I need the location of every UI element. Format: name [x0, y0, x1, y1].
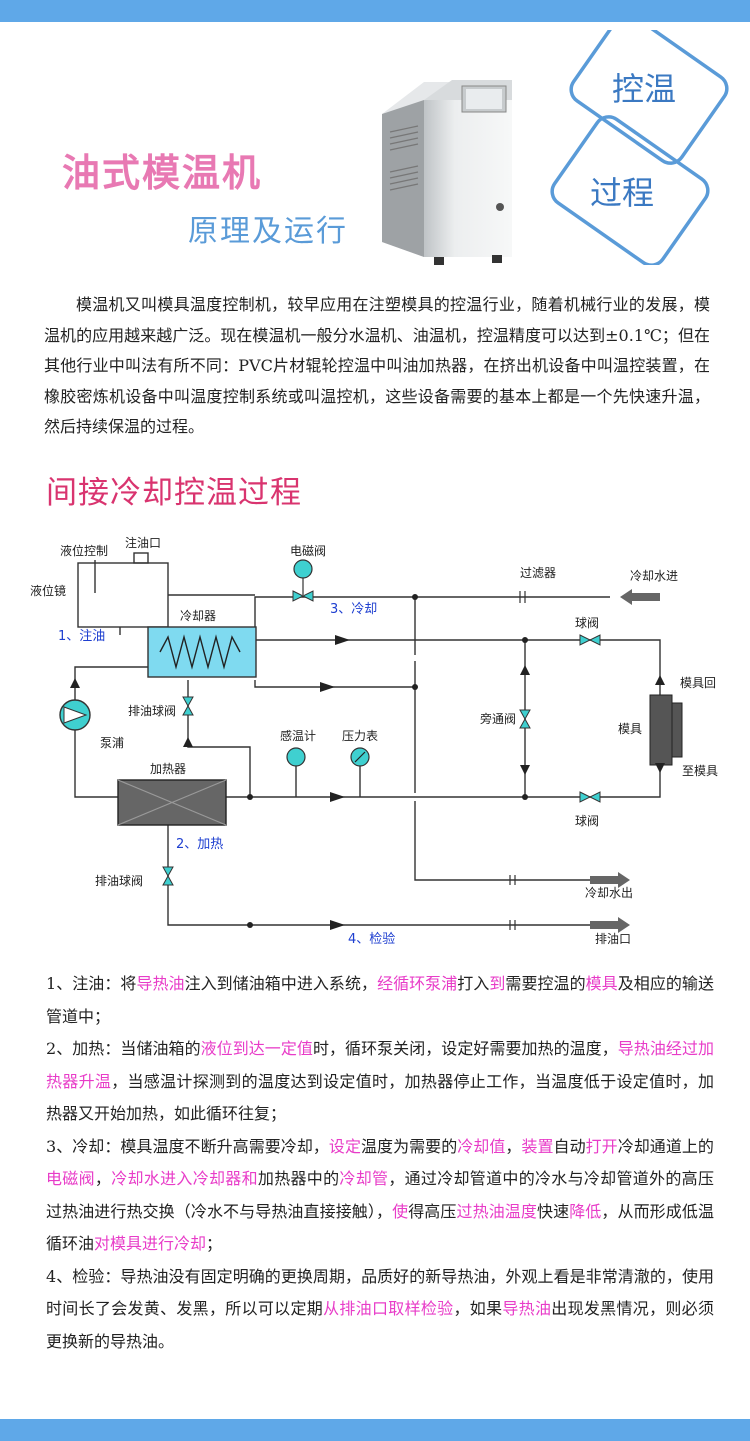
highlight-text: 打开: [585, 1136, 618, 1156]
highlight-text: 从排油口取样检验: [323, 1299, 454, 1318]
ball-valve-icon: [579, 791, 601, 803]
label-level-glass: 液位镜: [30, 583, 66, 598]
label-cool-in: 冷却水进: [630, 569, 678, 583]
label-thermo: 感温计: [280, 728, 316, 743]
step-text: ，当感温计探测到的温度达到设定值时，加热器停止工作，当温度低于设定值时，加热器又…: [46, 1071, 714, 1124]
label-heater: 加热器: [150, 762, 186, 776]
highlight-text: 经循环泵浦: [377, 974, 458, 993]
step-label-4: 4、检验: [348, 931, 395, 947]
step-text: 及相应的输送管道中；: [46, 974, 714, 1026]
step-text: ，: [94, 1169, 112, 1188]
intro-paragraph: 模温机又叫模具温度控制机，较早应用在注塑模具的控温行业，随着机械行业的发展，模温…: [44, 295, 710, 436]
step-text: ，通过冷却管道中的冷水与冷却管道外的高压过热油进行热交换（冷水不与导热油直接接触…: [46, 1169, 714, 1221]
highlight-text: 过热油温度: [456, 1201, 537, 1221]
label-oil-inlet: 注油口: [125, 535, 161, 550]
arrow-in-icon: [620, 589, 660, 605]
highlight-text: 导热油: [136, 974, 185, 993]
label-ball-valve-bot: 球阀: [575, 814, 599, 828]
ball-valve-icon: [579, 634, 601, 646]
step-text: 4、检验：导热油没有固定明确的更换周期，品质好的新导热油，外观上看是非常清澈的，…: [46, 1266, 714, 1319]
highlight-text: 到: [489, 974, 506, 993]
step-text: 得高压: [408, 1201, 457, 1221]
tag-process: 过程: [590, 174, 655, 212]
label-mold-return: 模具回: [680, 676, 716, 690]
step-text: 加热器中的: [257, 1169, 340, 1188]
page-subtitle: 原理及运行: [188, 214, 348, 249]
label-cooler: 冷却器: [180, 609, 216, 623]
top-bar: [0, 0, 750, 22]
label-drain-valve-bot: 排油球阀: [95, 874, 143, 888]
process-steps: 1、注油：将导热油注入到储油箱中进入系统，经循环泵浦打入到需要控温的模具及相应的…: [46, 968, 714, 1358]
highlight-text: 冷却值: [457, 1136, 506, 1156]
step-text: 温度为需要的: [361, 1136, 458, 1156]
label-ball-valve-top: 球阀: [575, 616, 599, 630]
tag-temperature-control: 控温: [612, 70, 677, 108]
highlight-text: 导热油: [502, 1299, 552, 1318]
step-label-2: 2、加热: [176, 837, 223, 852]
highlight-text: 冷却管: [339, 1169, 389, 1188]
mold-icon: [649, 694, 673, 766]
machine-image: [382, 80, 512, 265]
step-text: 快速: [536, 1201, 570, 1221]
highlight-text: 冷却水进入冷却器和: [111, 1169, 258, 1188]
cooler-unit: [147, 626, 257, 678]
step-text: 出现发黑情况，则必须更换新的导热油。: [46, 1299, 714, 1351]
step-paragraph-4: 4、检验：导热油没有固定明确的更换周期，品质好的新导热油，外观上看是非常清澈的，…: [46, 1261, 714, 1359]
step-text: 3、冷却：模具温度不断升高需要冷却，: [46, 1136, 329, 1156]
step-text: ，: [505, 1136, 522, 1156]
step-paragraph-1: 1、注油：将导热油注入到储油箱中进入系统，经循环泵浦打入到需要控温的模具及相应的…: [46, 968, 714, 1033]
drain-valve-icon: [162, 866, 174, 886]
step-paragraph-2: 2、加热：当储油箱的液位到达一定值时，循环泵关闭，设定好需要加热的温度，导热油经…: [46, 1033, 714, 1131]
highlight-text: 降低: [569, 1201, 602, 1221]
label-drain-port: 排油口: [595, 932, 631, 946]
label-level-control: 液位控制: [60, 543, 108, 558]
step-paragraph-3: 3、冷却：模具温度不断升高需要冷却，设定温度为需要的冷却值，装置自动打开冷却通道…: [46, 1131, 714, 1261]
highlight-text: 对模具进行冷却: [94, 1234, 207, 1253]
step-text: 打入: [457, 974, 490, 993]
highlight-text: 模具: [585, 974, 618, 993]
step-text: 自动: [553, 1136, 586, 1156]
thermometer-icon: [286, 747, 306, 767]
step-text: 2、加热：当储油箱的: [46, 1039, 201, 1058]
step-text: ，从而形成低温循环油: [46, 1201, 714, 1254]
section-title: 间接冷却控温过程: [46, 475, 302, 511]
hero-banner: 油式模温机 原理及运行 控温 过程: [0, 22, 750, 282]
step-text: 时，循环泵关闭，设定好需要加热的温度，: [312, 1039, 618, 1058]
oil-tank: [77, 562, 169, 628]
tag-frames: [550, 30, 729, 265]
drain-valve-icon: [182, 696, 194, 716]
label-pump: 泵浦: [100, 736, 124, 750]
label-bypass: 旁通阀: [480, 711, 516, 726]
label-cool-out: 冷却水出: [585, 886, 633, 900]
cooling-process-diagram: 注油口 液位控制 液位镜 冷却器 电磁阀 过滤器 冷却水进 球阀 排油球阀 模具…: [30, 535, 718, 947]
highlight-text: 装置: [521, 1136, 554, 1156]
step-label-1: 1、注油: [58, 629, 105, 644]
highlight-text: 设定: [328, 1136, 362, 1156]
page-title: 油式模温机: [62, 151, 263, 195]
arrow-out-icon: [590, 917, 630, 933]
step-text: 1、注油：将: [46, 974, 137, 993]
label-drain-valve-top: 排油球阀: [128, 704, 176, 718]
solenoid-valve-icon: [293, 559, 313, 579]
label-to-mold: 至模具: [682, 764, 718, 778]
label-mold: 模具: [618, 722, 642, 736]
step-text: 需要控温的: [505, 974, 586, 993]
step-text: 注入到储油箱中进入系统，: [184, 974, 378, 993]
step-label-3: 3、冷却: [330, 602, 377, 617]
label-solenoid: 电磁阀: [290, 543, 326, 558]
label-pressure: 压力表: [342, 729, 378, 743]
highlight-text: 导热油经过加热器升温: [46, 1039, 714, 1091]
bypass-valve-icon: [519, 709, 531, 729]
highlight-text: 液位到达一定值: [200, 1039, 313, 1058]
bottom-bar: [0, 1419, 750, 1441]
step-text: 冷却通道上的: [617, 1136, 714, 1156]
label-filter: 过滤器: [520, 566, 556, 580]
highlight-text: 电磁阀: [46, 1169, 95, 1188]
highlight-text: 使: [392, 1201, 409, 1221]
step-text: ，如果: [453, 1299, 503, 1318]
step-text: ；: [206, 1234, 223, 1253]
arrow-out-icon: [590, 872, 630, 888]
